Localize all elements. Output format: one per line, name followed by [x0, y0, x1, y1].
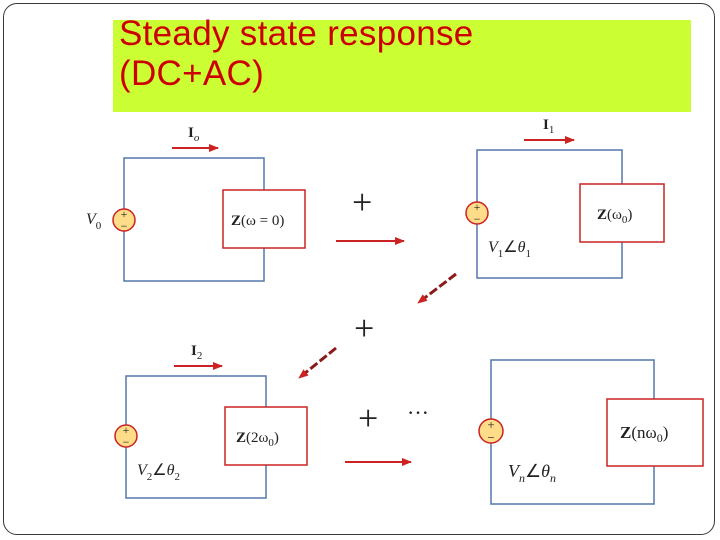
circuit-dc-voltage-source [112, 208, 136, 232]
plus-operator-2: + [354, 308, 374, 348]
flow-arrow-diagonal-2 [298, 346, 337, 380]
circuit-dc-current-label: Io [188, 125, 200, 144]
circuit-second-harmonic-source-label: V2∠θ2 [137, 462, 180, 483]
circuit-fundamental: I1 + − V1∠θ1 Z(ω0) [465, 117, 665, 279]
circuit-dc-impedance-box [222, 189, 306, 249]
source-minus-sign: − [121, 219, 128, 233]
source-minus-sign: − [487, 430, 494, 445]
source-plus-sign: + [487, 417, 494, 432]
circuit-nth-harmonic-source-label: Vn∠θn [508, 461, 556, 485]
circuit-second-harmonic: I2 + − V2∠θ2 Z(2ω0) [114, 343, 308, 499]
circuit-second-harmonic-current-label: I2 [191, 343, 202, 362]
title-line-2: (DC+AC) [119, 54, 265, 93]
circuit-fundamental-impedance-label: Z(ω0) [597, 207, 632, 226]
source-minus-sign: − [474, 212, 481, 226]
circuit-nth-harmonic-impedance-box [606, 398, 704, 467]
flow-arrow-diagonal-1 [417, 272, 457, 305]
title-line-1: Steady state response [119, 14, 474, 53]
circuit-nth-harmonic-voltage-source [478, 418, 504, 444]
circuit-second-harmonic-impedance-label: Z(2ω0) [236, 430, 279, 449]
ellipsis: ··· [407, 400, 429, 425]
source-minus-sign: − [123, 435, 130, 449]
circuit-dc: Io + − V0 Z(ω = 0) [86, 125, 306, 282]
source-plus-sign: + [121, 207, 128, 221]
circuit-second-harmonic-impedance-box [224, 406, 308, 466]
circuit-nth-harmonic-impedance-label: Z(nω0) [620, 423, 668, 445]
circuit-nth-harmonic: + − Vn∠θn Z(nω0) [478, 359, 704, 505]
circuit-fundamental-voltage-source [465, 201, 489, 225]
circuit-fundamental-current-label: I1 [543, 117, 554, 136]
slide-title: Steady state response (DC+AC) [119, 14, 474, 94]
plus-operator-1: + [352, 182, 372, 222]
title-band [113, 20, 691, 112]
source-plus-sign: + [474, 200, 481, 214]
circuit-second-harmonic-voltage-source [114, 424, 138, 448]
circuit-fundamental-source-label: V1∠θ1 [488, 239, 531, 260]
circuit-dc-impedance-label: Z(ω = 0) [231, 213, 284, 229]
plus-operator-3: + [358, 398, 378, 438]
slide-frame [3, 3, 715, 535]
circuit-dc-source-label: V0 [86, 211, 102, 232]
circuit-fundamental-impedance-box [579, 183, 665, 243]
source-plus-sign: + [123, 423, 130, 437]
